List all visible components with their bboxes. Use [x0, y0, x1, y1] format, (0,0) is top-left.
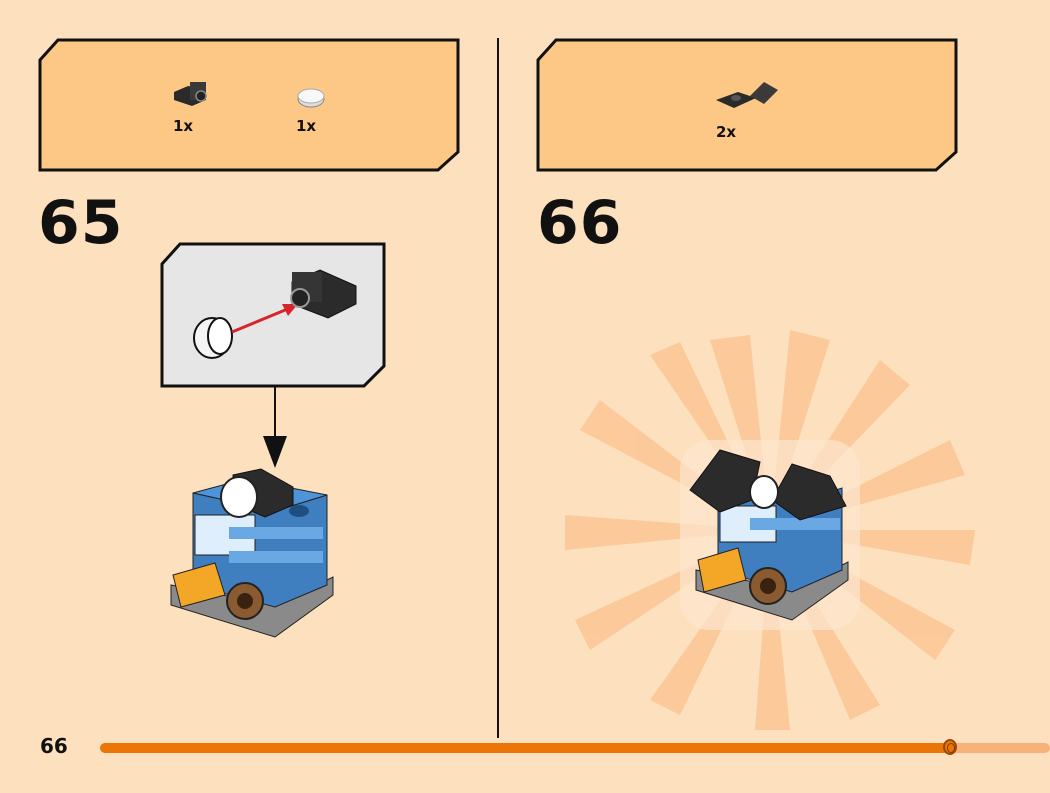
camera-model-step-66	[680, 440, 860, 630]
white-round-tile-icon	[297, 88, 325, 108]
progress-bar	[100, 739, 1050, 755]
sub-assembly-callout	[160, 242, 386, 388]
parts-list-box-step-66	[536, 38, 958, 172]
parts-list-box-step-65	[38, 38, 460, 172]
part-quantity: 1x	[173, 117, 194, 135]
down-arrow	[263, 386, 287, 468]
black-slope-bracket-icon	[716, 82, 778, 108]
column-divider	[497, 38, 499, 738]
page-number: 66	[40, 734, 68, 758]
black-bracket-brick-icon	[174, 82, 207, 106]
part-quantity: 2x	[716, 123, 737, 141]
part-quantity: 1x	[296, 117, 317, 135]
step-number: 65	[38, 188, 124, 258]
progress-marker	[943, 739, 958, 755]
progress-fill	[100, 743, 951, 753]
camera-model-step-65	[170, 468, 334, 638]
step-number: 66	[537, 188, 623, 258]
